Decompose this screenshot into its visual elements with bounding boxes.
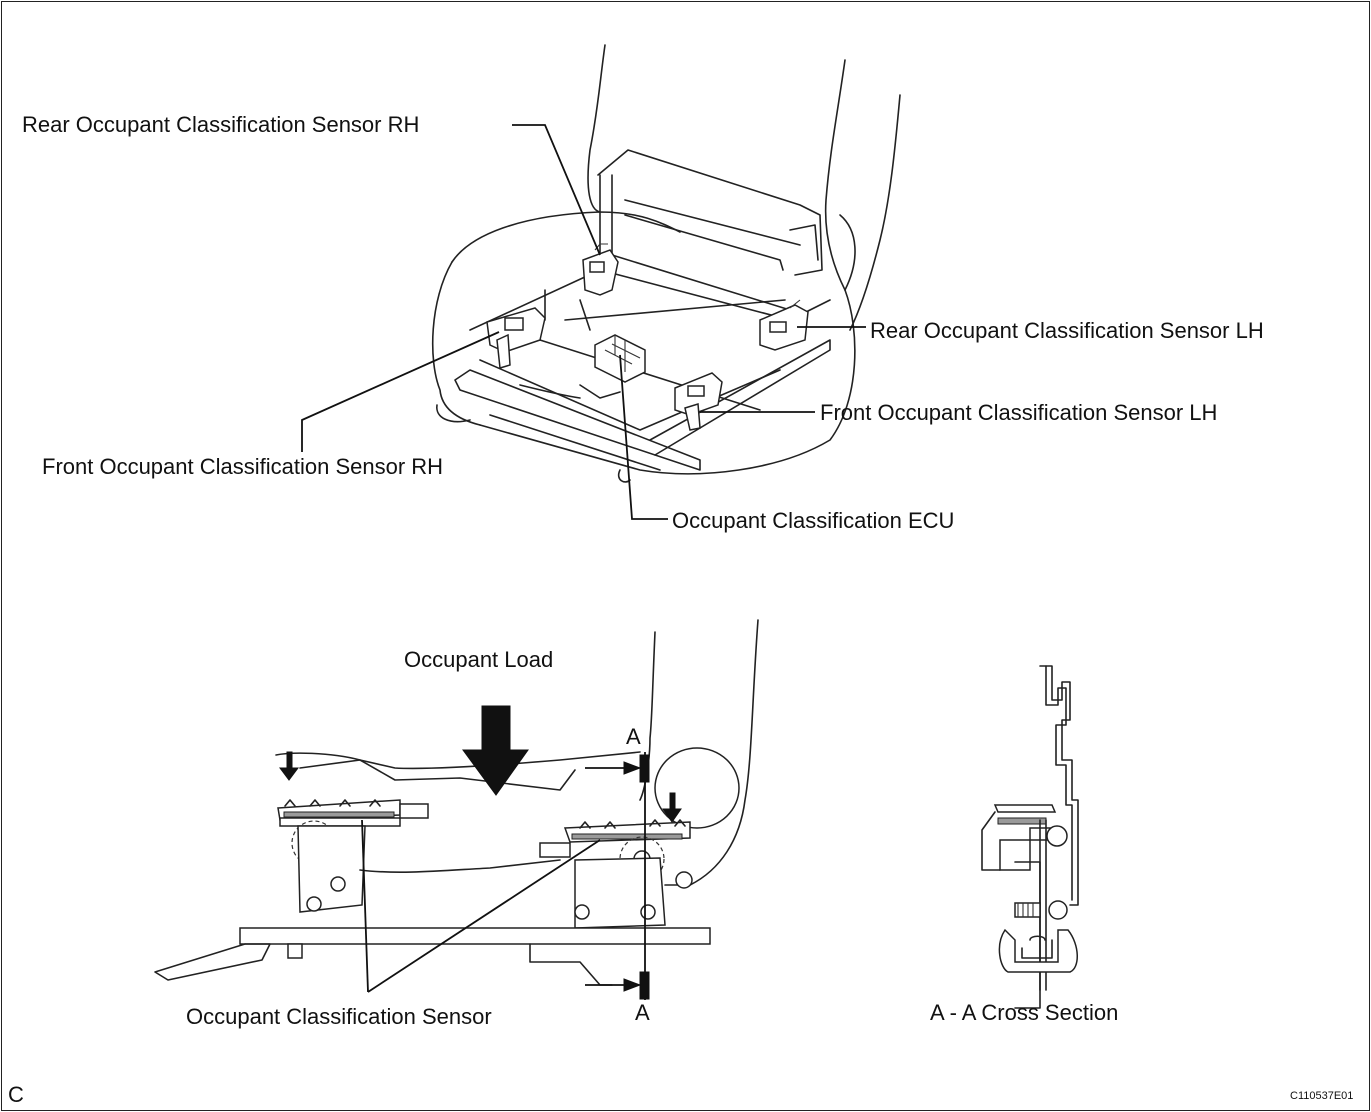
label-front-sensor-lh: Front Occupant Classification Sensor LH bbox=[820, 400, 1218, 425]
rear-sensor-lh bbox=[759, 299, 809, 351]
seat-outline bbox=[431, 44, 901, 483]
down-arrow-icon bbox=[662, 792, 682, 823]
front-sensor-lh bbox=[674, 372, 723, 431]
front-sensor-rh bbox=[486, 307, 546, 369]
section-arrow-icon bbox=[585, 978, 642, 992]
leader-lines-bottom bbox=[361, 819, 601, 993]
label-section-a-top: A bbox=[626, 724, 641, 749]
label-occupant-load: Occupant Load bbox=[404, 647, 554, 672]
label-rear-sensor-lh: Rear Occupant Classification Sensor LH bbox=[870, 318, 1264, 343]
rear-sensor-rh bbox=[582, 243, 619, 296]
label-ecu: Occupant Classification ECU bbox=[672, 508, 955, 533]
corner-letter: C bbox=[8, 1082, 24, 1107]
label-section-a-bottom: A bbox=[635, 1000, 650, 1025]
section-arrow-icon bbox=[585, 761, 642, 775]
label-cross-section: A - A Cross Section bbox=[930, 1000, 1119, 1025]
figure-code: C110537E01 bbox=[1290, 1090, 1354, 1102]
down-arrow-icon bbox=[462, 705, 529, 796]
label-occupant-sensor: Occupant Classification Sensor bbox=[186, 1004, 492, 1029]
down-arrow-icon bbox=[279, 751, 299, 781]
label-rear-sensor-rh: Rear Occupant Classification Sensor RH bbox=[22, 112, 420, 137]
label-front-sensor-rh: Front Occupant Classification Sensor RH bbox=[42, 454, 444, 479]
cross-section-view bbox=[981, 665, 1079, 1009]
leader-lines-top bbox=[301, 124, 866, 520]
side-view bbox=[154, 619, 759, 1000]
